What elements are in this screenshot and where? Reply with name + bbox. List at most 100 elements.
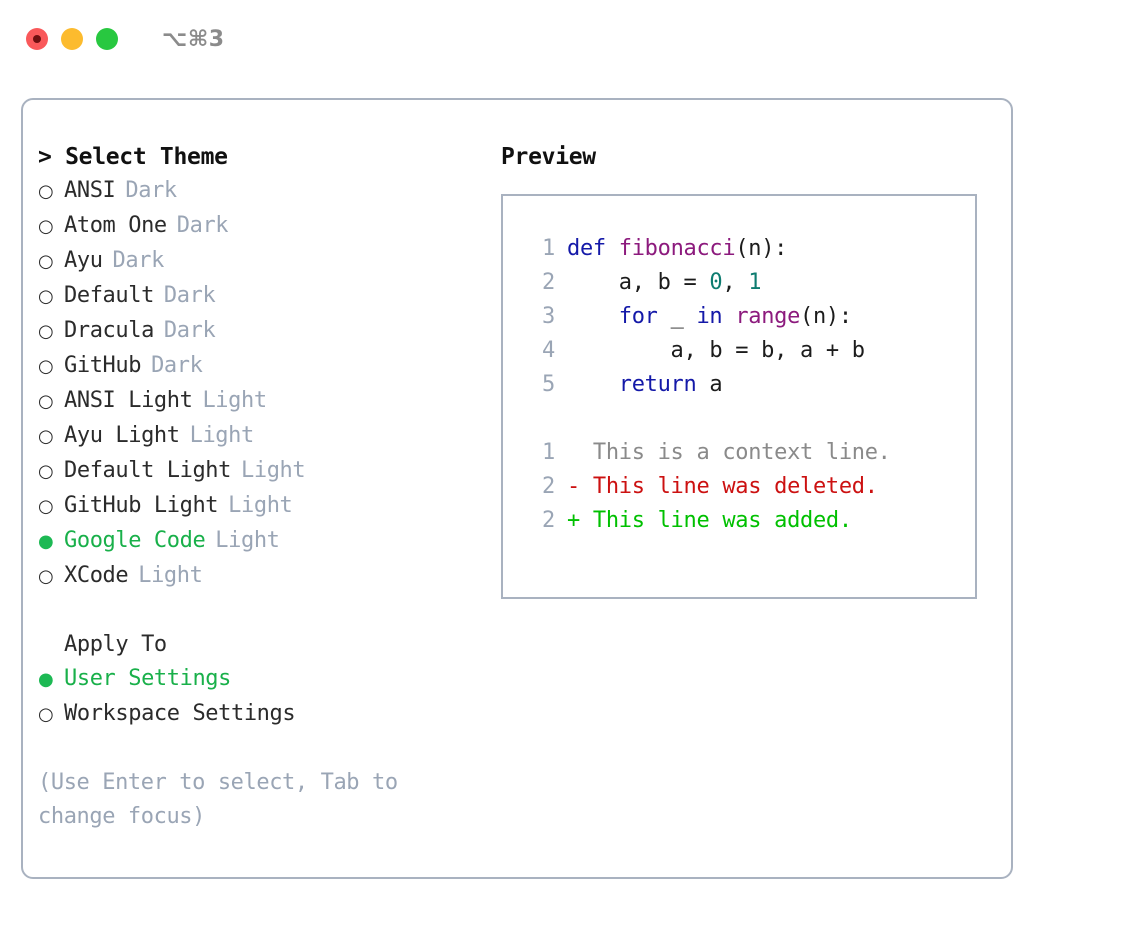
- code-text: a, b = b, a + b: [567, 334, 866, 368]
- line-number: 1: [542, 440, 555, 465]
- line-number: 1: [542, 236, 555, 261]
- line-number: 2: [542, 508, 555, 533]
- code-token-punct: [567, 304, 619, 329]
- diff-text: This line was deleted.: [592, 474, 878, 499]
- theme-list-item[interactable]: ○ GitHub Light Light: [38, 489, 478, 524]
- code-text: def fibonacci(n):: [567, 232, 787, 266]
- theme-list-item[interactable]: ● Google Code Light: [38, 524, 478, 559]
- theme-list-item[interactable]: ○ XCode Light: [38, 559, 478, 594]
- radio-unselected-icon: ○: [38, 496, 54, 517]
- radio-unselected-icon: ○: [38, 566, 54, 587]
- code-text: for _ in range(n):: [567, 300, 852, 334]
- code-token-kw: for: [618, 304, 658, 329]
- code-token-punct: _: [657, 304, 697, 329]
- theme-kind-badge: Dark: [125, 178, 177, 203]
- minimize-button[interactable]: [61, 28, 83, 50]
- keyboard-hint-text: (Use Enter to select, Tab to change focu…: [38, 770, 398, 829]
- keyboard-shortcut-label: ⌥⌘3: [162, 26, 225, 52]
- diff-sign: [567, 436, 593, 470]
- radio-unselected-icon: ○: [38, 426, 54, 447]
- code-token-punct: (n):: [800, 304, 852, 329]
- theme-kind-badge: Light: [202, 388, 267, 413]
- line-number: 5: [542, 372, 555, 397]
- theme-list-item[interactable]: ○ Ayu Light Light: [38, 419, 478, 454]
- theme-kind-badge: Light: [189, 423, 255, 448]
- theme-name: Dracula: [64, 318, 154, 343]
- diff-text: This line was added.: [592, 508, 852, 533]
- code-token-punct: [606, 236, 619, 261]
- code-line: 2 a, b = 0, 1: [523, 266, 975, 300]
- theme-list-item[interactable]: ○ ANSI Dark: [38, 174, 478, 209]
- radio-unselected-icon: ○: [38, 181, 54, 202]
- code-sample: 1 def fibonacci(n):2 a, b = 0, 1 3 for _ i…: [523, 232, 975, 402]
- code-token-punct: (n):: [735, 236, 788, 261]
- line-number: 4: [542, 338, 555, 363]
- apply-to-option[interactable]: ○ Workspace Settings: [38, 697, 478, 732]
- theme-name: GitHub Light: [64, 493, 219, 518]
- theme-name: Default: [64, 283, 154, 308]
- code-line: 1 def fibonacci(n):: [523, 232, 975, 266]
- code-token-punct: [722, 304, 735, 329]
- radio-unselected-icon: ○: [38, 356, 54, 377]
- code-line: 5 return a: [523, 368, 975, 402]
- apply-to-option[interactable]: ● User Settings: [38, 662, 478, 697]
- theme-kind-badge: Dark: [176, 213, 229, 238]
- code-line: 4 a, b = b, a + b: [523, 334, 975, 368]
- line-number: 2: [542, 474, 555, 499]
- theme-list-header: > Select Theme: [38, 144, 228, 170]
- theme-name: XCode: [64, 563, 129, 588]
- theme-kind-badge: Dark: [163, 283, 216, 308]
- theme-name: ANSI Light: [64, 388, 193, 413]
- diff-line-ctx: 1 This is a context line.: [523, 436, 975, 470]
- code-token-punct: a, b =: [567, 270, 710, 295]
- preview-title: Preview: [501, 144, 596, 170]
- theme-name: Google Code: [64, 528, 206, 553]
- diff-line-del: 2- This line was deleted.: [523, 470, 975, 504]
- radio-unselected-icon: ○: [38, 251, 54, 272]
- apply-to-label: Apply To: [64, 632, 167, 657]
- theme-kind-badge: Light: [215, 528, 280, 553]
- code-text: a, b = 0, 1: [567, 266, 762, 300]
- code-token-num: 0: [709, 270, 723, 295]
- theme-list-item[interactable]: ○ Default Dark: [38, 279, 478, 314]
- code-token-kw: in: [696, 304, 723, 329]
- radio-selected-icon: ●: [38, 669, 54, 690]
- apply-to-options: ● User Settings ○ Workspace Settings: [38, 662, 478, 732]
- close-button[interactable]: [26, 28, 48, 50]
- theme-kind-badge: Dark: [163, 318, 216, 343]
- title-bar: ⌥⌘3: [0, 0, 1140, 78]
- traffic-light-buttons: [26, 28, 118, 50]
- theme-kind-badge: Light: [138, 563, 203, 588]
- apply-to-option-label: User Settings: [64, 666, 231, 691]
- radio-unselected-icon: ○: [38, 216, 54, 237]
- maximize-button[interactable]: [96, 28, 118, 50]
- radio-unselected-icon: ○: [38, 286, 54, 307]
- line-number: 3: [542, 304, 555, 329]
- radio-unselected-icon: ○: [38, 321, 54, 342]
- radio-unselected-icon: ○: [38, 704, 54, 725]
- theme-name: Ayu Light: [64, 423, 180, 448]
- theme-name: Ayu: [64, 248, 103, 273]
- theme-kind-badge: Light: [228, 493, 293, 518]
- radio-unselected-icon: ○: [38, 461, 54, 482]
- code-token-punct: [567, 372, 619, 397]
- code-token-punct: a, b = b, a + b: [567, 338, 866, 363]
- diff-sign: +: [567, 508, 593, 533]
- apply-to-option-label: Workspace Settings: [64, 701, 296, 726]
- code-token-num: 1: [748, 270, 762, 295]
- theme-name: Atom One: [64, 213, 167, 238]
- diff-sign: -: [567, 474, 593, 499]
- theme-list-item[interactable]: ○ Atom One Dark: [38, 209, 478, 244]
- radio-selected-icon: ●: [38, 531, 54, 552]
- theme-list-item[interactable]: ○ Dracula Dark: [38, 314, 478, 349]
- code-token-kw: def: [567, 236, 606, 261]
- theme-name: ANSI: [64, 178, 116, 203]
